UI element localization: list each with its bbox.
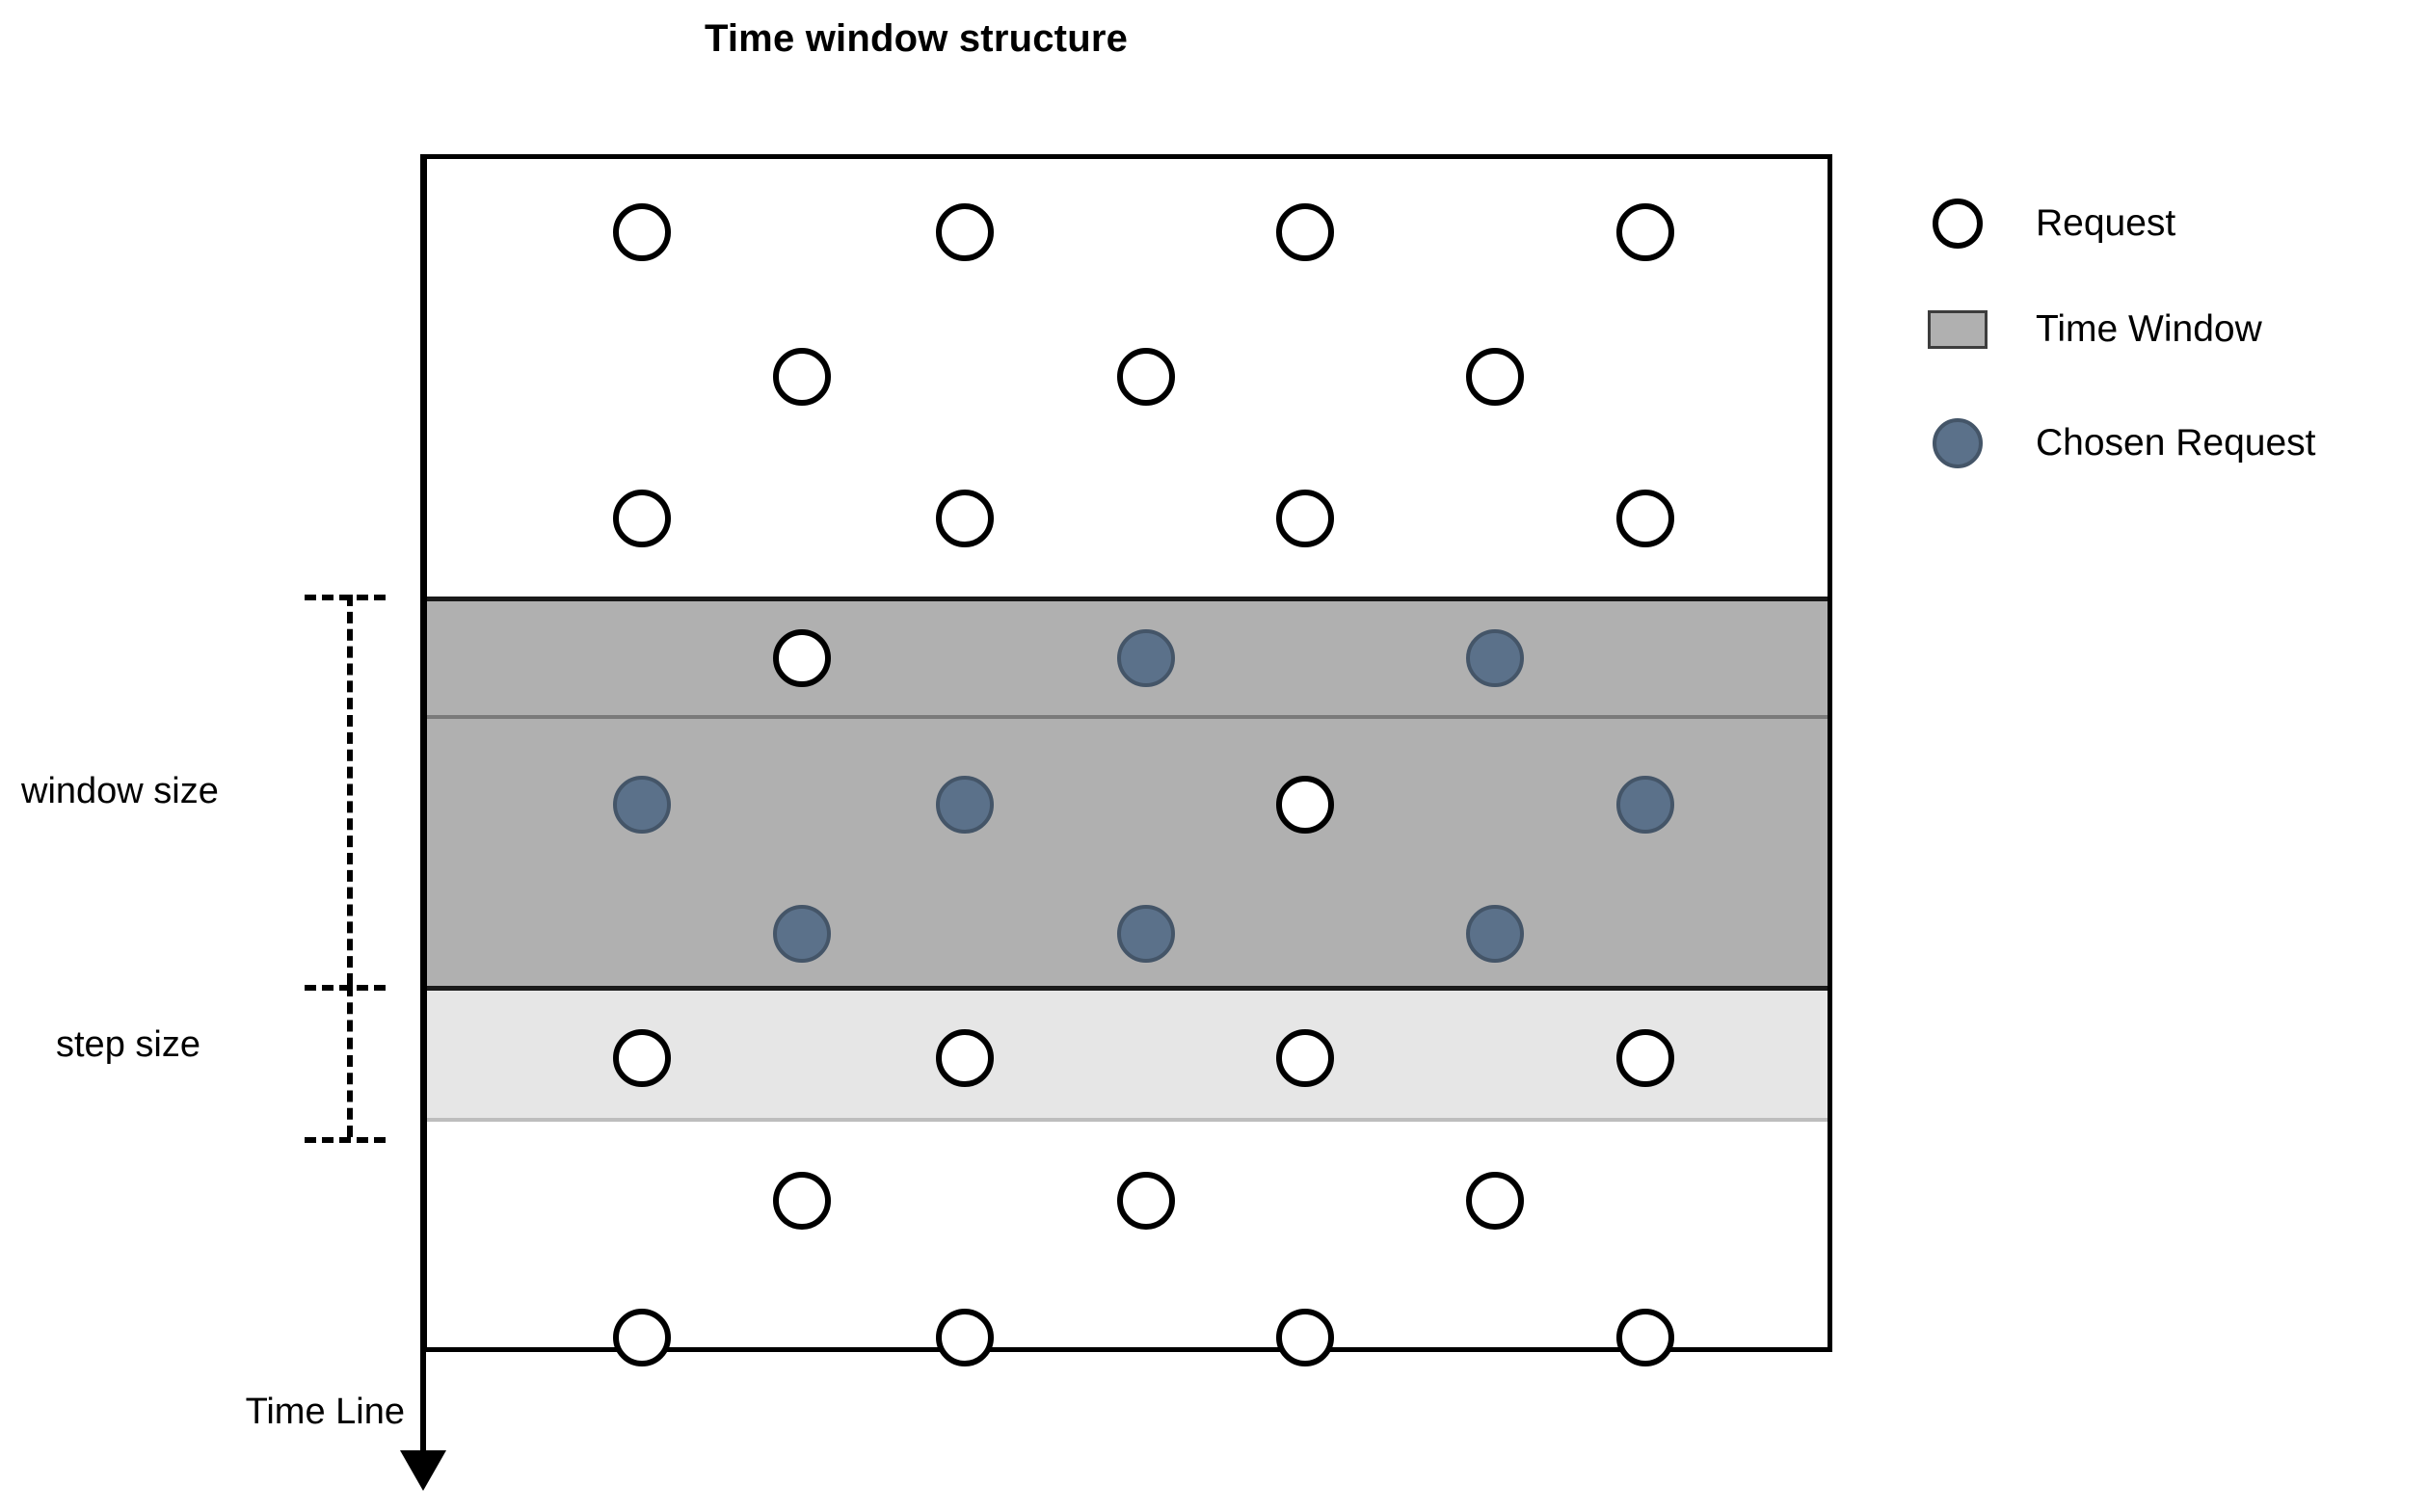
request-dot[interactable] xyxy=(613,1029,671,1087)
legend-item-label: Chosen Request xyxy=(2036,422,2316,464)
timeline-plot-box xyxy=(422,154,1832,1366)
timeline-label: Time Line xyxy=(245,1392,405,1432)
arrow-down-icon xyxy=(400,1450,446,1491)
request-dot[interactable] xyxy=(936,1309,994,1366)
request-dot[interactable] xyxy=(613,490,671,547)
request-dot[interactable] xyxy=(773,348,831,406)
window-size-bracket-line xyxy=(347,595,353,985)
step-size-bracket-bottom-tick xyxy=(305,1137,386,1143)
request-dot[interactable] xyxy=(1616,1029,1674,1087)
legend-item-label: Request xyxy=(2036,202,2176,244)
request-dot[interactable] xyxy=(936,490,994,547)
chosen-request-dot[interactable] xyxy=(1117,905,1175,963)
page-title: Time window structure xyxy=(704,17,1129,60)
chosen-request-dot[interactable] xyxy=(1466,629,1524,687)
window-size-bracket-bottom-tick xyxy=(305,985,386,991)
legend-item-time-window[interactable]: Time Window xyxy=(1928,308,2262,351)
request-dot[interactable] xyxy=(1616,1309,1674,1366)
window-size-label: window size xyxy=(21,771,219,811)
request-dot[interactable] xyxy=(936,203,994,261)
request-dot[interactable] xyxy=(613,1309,671,1366)
request-dot[interactable] xyxy=(1276,203,1334,261)
request-dot[interactable] xyxy=(773,1172,831,1230)
request-dot[interactable] xyxy=(613,203,671,261)
chosen-request-dot[interactable] xyxy=(773,905,831,963)
chosen-request-dot[interactable] xyxy=(1117,629,1175,687)
request-dot[interactable] xyxy=(1616,203,1674,261)
chosen-request-dot[interactable] xyxy=(1466,905,1524,963)
step-size-label: step size xyxy=(56,1024,200,1065)
request-dot[interactable] xyxy=(1276,1309,1334,1366)
request-dot[interactable] xyxy=(1276,490,1334,547)
step-band-bottom-border xyxy=(427,1118,1828,1122)
request-dot[interactable] xyxy=(1466,348,1524,406)
time-window-bottom-border xyxy=(427,986,1828,991)
chosen-request-dot[interactable] xyxy=(613,776,671,834)
request-dot[interactable] xyxy=(936,1029,994,1087)
window-size-bracket-top-tick xyxy=(305,595,386,600)
request-dot[interactable] xyxy=(773,629,831,687)
chosen-request-dot[interactable] xyxy=(936,776,994,834)
request-dot[interactable] xyxy=(1466,1172,1524,1230)
request-dot[interactable] xyxy=(1276,1029,1334,1087)
legend-item-chosen-request[interactable]: Chosen Request xyxy=(1928,418,2316,468)
request-dot[interactable] xyxy=(1616,490,1674,547)
step-size-bracket-line xyxy=(347,985,353,1137)
filled-rect-icon xyxy=(1928,310,1988,349)
time-window-divider xyxy=(427,715,1828,719)
open-circle-icon xyxy=(1928,199,1988,249)
chosen-request-dot[interactable] xyxy=(1616,776,1674,834)
legend-item-request[interactable]: Request xyxy=(1928,199,2175,249)
request-dot[interactable] xyxy=(1276,776,1334,834)
request-dot[interactable] xyxy=(1117,1172,1175,1230)
time-window-top-border xyxy=(427,597,1828,601)
legend-item-label: Time Window xyxy=(2036,308,2262,350)
filled-circle-icon xyxy=(1928,418,1988,468)
request-dot[interactable] xyxy=(1117,348,1175,406)
